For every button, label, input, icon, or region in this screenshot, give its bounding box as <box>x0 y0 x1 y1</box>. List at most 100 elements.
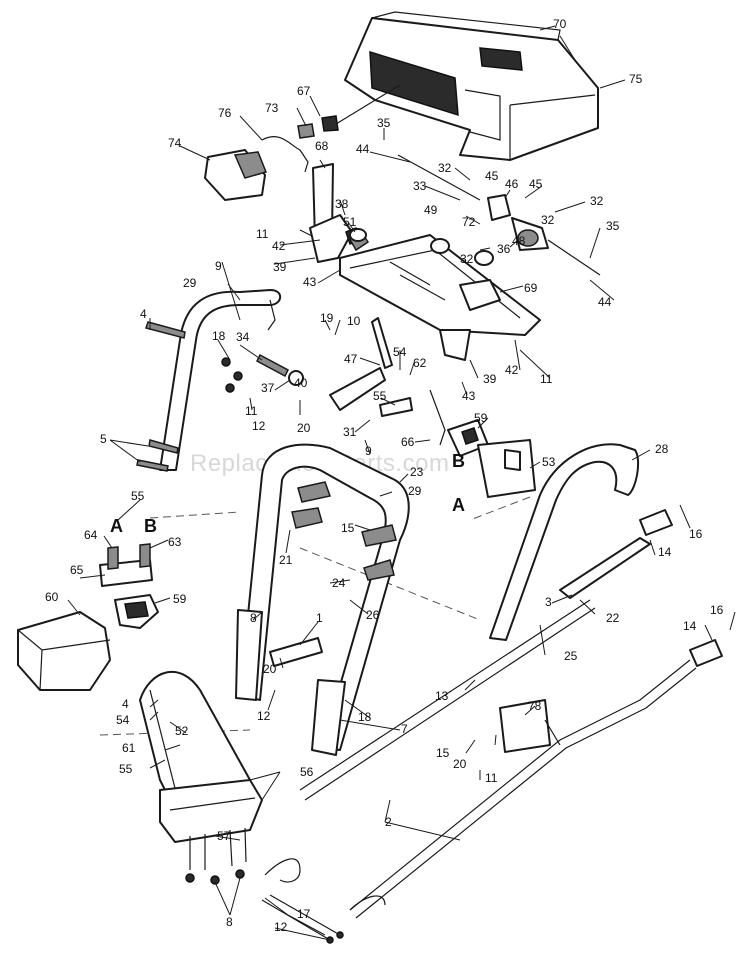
callout-label: 11 <box>485 771 498 785</box>
callout-label: 24 <box>332 576 346 590</box>
callout-label: 46 <box>505 177 519 191</box>
callout-label: 33 <box>413 179 427 193</box>
callout-label: 75 <box>629 72 643 86</box>
alignment-lines <box>99 496 531 736</box>
chute-deflector <box>17 611 111 691</box>
callout-label: 15 <box>436 746 450 760</box>
callout-label: 65 <box>70 563 84 577</box>
bracket-part <box>297 123 315 139</box>
callout-label: 59 <box>474 411 488 425</box>
callout-label: 54 <box>116 713 130 727</box>
callout-label: 25 <box>564 649 578 663</box>
callout-label: 52 <box>175 724 189 738</box>
upper-handle <box>159 289 282 471</box>
callout-label: 43 <box>303 275 317 289</box>
callout-label: 14 <box>658 545 672 559</box>
cable-line <box>335 84 401 125</box>
callout-label: 78 <box>528 699 542 713</box>
callout-label: 9 <box>215 259 222 273</box>
callout-label: 57 <box>217 829 231 843</box>
callout-label: 59 <box>173 592 187 606</box>
control-rods <box>264 509 723 919</box>
callout-label: 76 <box>218 106 232 120</box>
callout-label: 49 <box>424 203 438 217</box>
lever-links <box>329 317 536 498</box>
callout-label: 13 <box>435 689 449 703</box>
callout-label: 43 <box>462 389 476 403</box>
callout-label: 4 <box>122 697 129 711</box>
callout-label: 55 <box>373 389 387 403</box>
callout-label: 3 <box>545 595 552 609</box>
lower-handle-frame <box>235 443 410 756</box>
callout-label: 28 <box>655 442 669 456</box>
callout-label: 8 <box>226 915 233 929</box>
callout-label: 51 <box>343 215 357 229</box>
handle-hardware <box>136 321 304 472</box>
callout-label: 53 <box>542 455 556 469</box>
callout-label: 70 <box>553 17 567 31</box>
callout-label: 19 <box>320 311 334 325</box>
callout-label: 32 <box>460 252 474 266</box>
shift-rod <box>261 136 309 173</box>
callout-label: 66 <box>401 435 415 449</box>
callout-label: 18 <box>212 329 226 343</box>
callout-label: 32 <box>541 213 555 227</box>
callout-label: 45 <box>529 177 543 191</box>
callout-label: 74 <box>168 136 182 150</box>
reference-letter: B <box>452 451 465 471</box>
callout-label: 67 <box>297 84 311 98</box>
callout-label: 35 <box>606 219 620 233</box>
callout-label: 48 <box>512 234 526 248</box>
callout-label: 36 <box>497 242 511 256</box>
callout-label: 63 <box>168 535 182 549</box>
callout-label: 11 <box>540 372 553 386</box>
callout-label: 22 <box>606 611 620 625</box>
callout-label: 7 <box>401 722 408 736</box>
callout-label: 44 <box>598 295 612 309</box>
callout-label: 20 <box>263 662 277 676</box>
discharge-chute <box>139 670 263 885</box>
callout-label: 39 <box>273 260 287 274</box>
control-knobs <box>349 228 494 266</box>
callout-labels: 70 75 67 73 76 35 74 44 68 32 33 45 46 4… <box>45 17 724 934</box>
callout-label: 42 <box>505 363 519 377</box>
chute-crank-head <box>99 543 159 629</box>
callout-label: 32 <box>590 194 604 208</box>
callout-label: 17 <box>297 907 311 921</box>
callout-label: 4 <box>140 307 147 321</box>
callout-label: 11 <box>245 404 258 418</box>
callout-label: 42 <box>272 239 286 253</box>
right-handle-bar <box>489 443 639 641</box>
callout-label: 1 <box>316 611 323 625</box>
callout-label: 9 <box>365 444 372 458</box>
callout-label: 32 <box>438 161 452 175</box>
knob-part <box>321 115 339 132</box>
callout-label: 21 <box>279 553 293 567</box>
callout-label: 44 <box>356 142 370 156</box>
callout-label: 10 <box>347 314 361 328</box>
callout-label: 61 <box>122 741 136 755</box>
side-panel <box>204 149 268 201</box>
bottom-bolts <box>261 894 344 944</box>
callout-label: 18 <box>358 710 372 724</box>
upper-rod <box>397 154 481 201</box>
callout-label: 2 <box>385 815 392 829</box>
callout-label: 40 <box>294 376 308 390</box>
callout-label: 45 <box>485 169 499 183</box>
right-lever-bracket <box>487 194 601 276</box>
callout-label: 16 <box>689 527 703 541</box>
callout-label: 23 <box>410 465 424 479</box>
reference-letter: A <box>452 495 465 515</box>
callout-label: 16 <box>710 603 724 617</box>
callout-label: 47 <box>344 352 358 366</box>
callout-label: 69 <box>524 281 538 295</box>
callout-label: 26 <box>366 608 380 622</box>
reference-letter: A <box>110 516 123 536</box>
callout-label: 35 <box>377 116 391 130</box>
callout-label: 55 <box>119 762 133 776</box>
callout-label: 29 <box>408 484 422 498</box>
left-lever-bracket <box>309 163 370 263</box>
upper-dash-panel <box>339 234 541 361</box>
callout-label: 14 <box>683 619 697 633</box>
callout-label: 62 <box>413 356 427 370</box>
